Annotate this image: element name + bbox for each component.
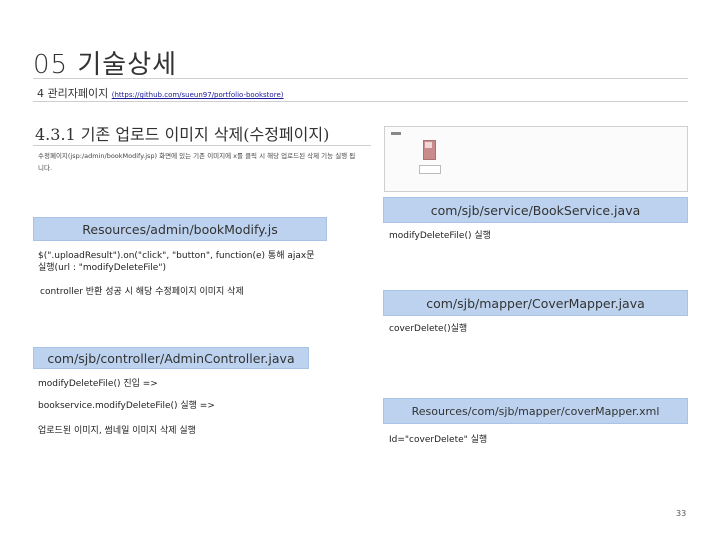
github-link[interactable]: (https://github.com/sueun97/portfolio-bo… [111, 91, 284, 99]
js-controller-note: controller 반환 성공 시 해당 수정페이지 이미지 삭제 [40, 287, 244, 297]
service-note: modifyDeleteFile() 실행 [389, 231, 491, 241]
mapper-note: coverDelete()실행 [389, 324, 468, 334]
page-title: 05 기술상세 [33, 50, 178, 80]
screenshot-header [391, 132, 401, 135]
page-number: 33 [676, 509, 687, 518]
js-note-line2: 실행(url : "modifyDeleteFile") [38, 263, 166, 273]
service-file-box: com/sjb/service/BookService.java [383, 197, 688, 223]
mapper-file-box: com/sjb/mapper/CoverMapper.java [383, 290, 688, 316]
modify-page-screenshot [384, 126, 688, 192]
subtitle-text: 4 관리자페이지 [37, 87, 109, 100]
xml-file-box: Resources/com/sjb/mapper/coverMapper.xml [383, 398, 688, 424]
controller-file-box: com/sjb/controller/AdminController.java [33, 347, 309, 369]
xml-note: Id="coverDelete" 실행 [389, 435, 488, 445]
resources-file-box: Resources/admin/bookModify.js [33, 217, 327, 241]
section-heading: 4.3.1 기존 업로드 이미지 삭제(수정페이지) [35, 125, 330, 144]
controller-note-service: bookservice.modifyDeleteFile() 실행 => [38, 401, 215, 411]
controller-note-enter: modifyDeleteFile() 진입 => [38, 379, 158, 389]
book-cover-detail [425, 142, 432, 148]
section-description: 수정페이지(jsp:/admin/bookModify.jsp) 화면에 있는 … [38, 152, 356, 172]
subtitle-divider [33, 101, 688, 102]
js-note-line1: $(".uploadResult").on("click", "button",… [38, 251, 315, 261]
subtitle: 4 관리자페이지 (https://github.com/sueun97/por… [37, 85, 283, 101]
screenshot-button [419, 165, 441, 174]
controller-note-delete: 업로드된 이미지, 썸네일 이미지 삭제 실행 [38, 426, 196, 436]
title-divider [33, 78, 688, 79]
section-divider [33, 145, 371, 146]
